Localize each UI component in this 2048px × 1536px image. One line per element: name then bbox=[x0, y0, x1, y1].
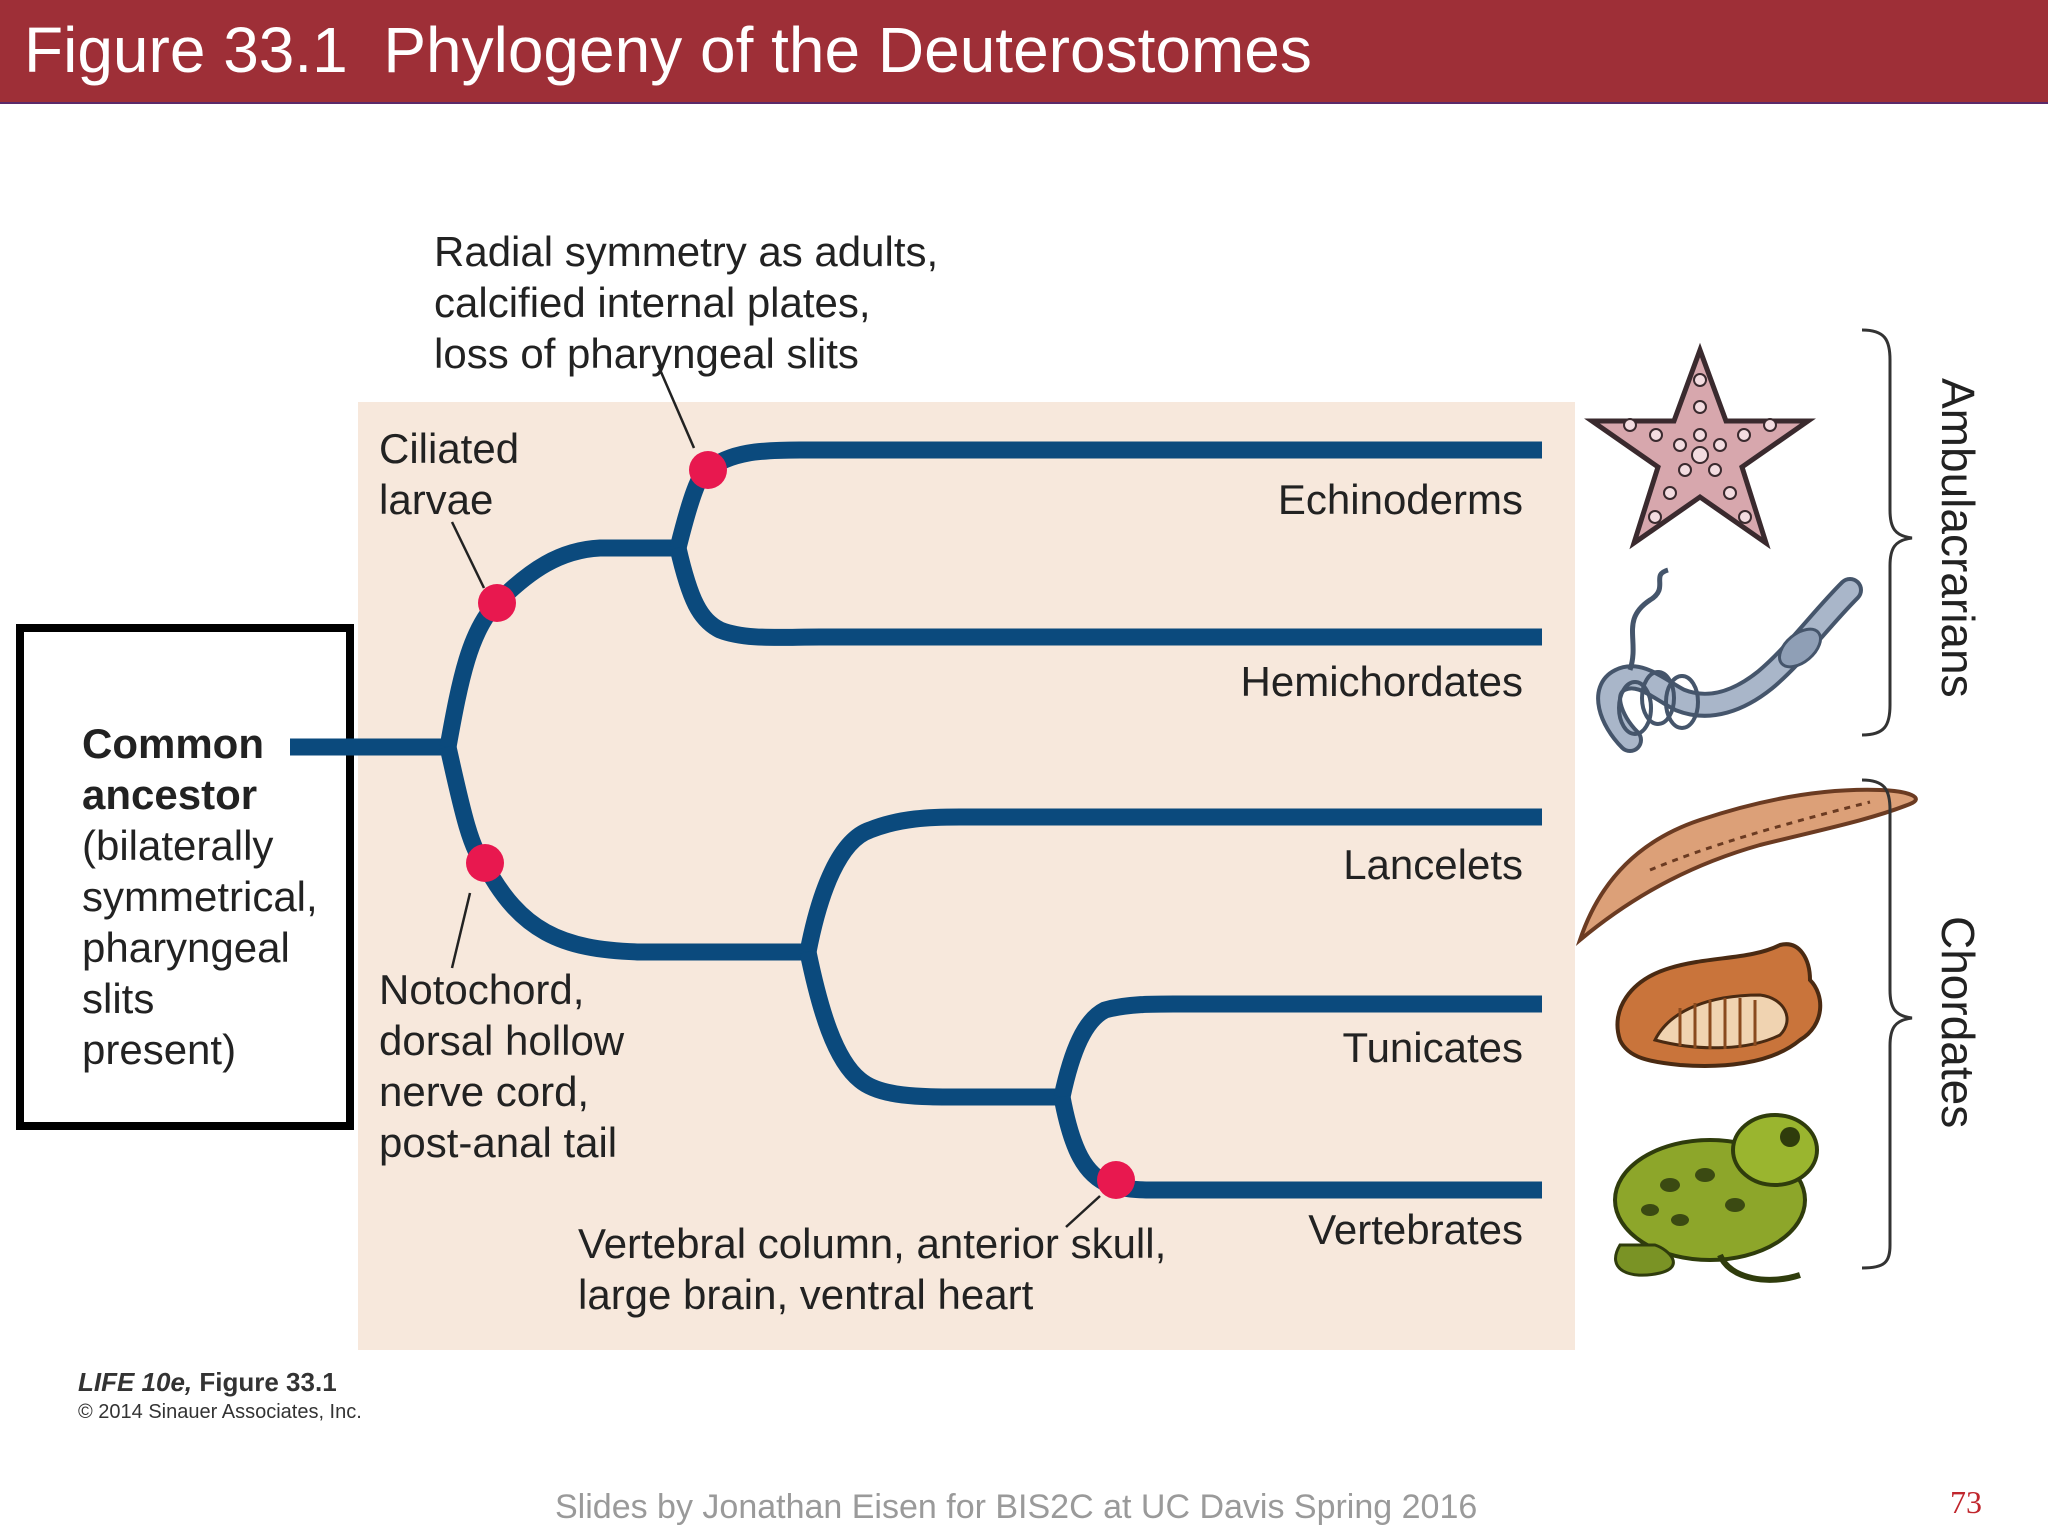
vertebrate-character-line: large brain, ventral heart bbox=[578, 1271, 1034, 1318]
echinoderm-character-line: calcified internal plates, bbox=[434, 279, 871, 326]
taxon-tunicates: Tunicates bbox=[1342, 1024, 1523, 1071]
ambulacraria-leader bbox=[450, 521, 486, 589]
echinoderm-character-line: Radial symmetry as adults, bbox=[434, 228, 939, 275]
hemichordate-branch bbox=[669, 546, 1542, 646]
chordate-node bbox=[466, 844, 504, 882]
chordates-brace bbox=[1861, 778, 1913, 1270]
ancestor-description-line: pharyngeal bbox=[82, 924, 290, 971]
copyright: © 2014 Sinauer Associates, Inc. bbox=[78, 1401, 362, 1423]
ambulacraria-character-line: Ciliated bbox=[379, 425, 520, 472]
chordate-character-line: Notochord, bbox=[379, 966, 585, 1013]
taxon-hemichordates: Hemichordates bbox=[1240, 658, 1523, 705]
chordate-character-line: dorsal hollow bbox=[379, 1017, 625, 1064]
vertebrate-node bbox=[1097, 1161, 1135, 1199]
frog-icon bbox=[1613, 1113, 1819, 1283]
ambulacraria-stem bbox=[439, 539, 678, 749]
ancestor-description-line: (bilaterally bbox=[82, 822, 274, 869]
ambulacrarians-brace bbox=[1861, 328, 1913, 737]
title-bar: Figure 33.1 Phylogeny of the Deuterostom… bbox=[0, 0, 2048, 104]
chordate-character-line: post-anal tail bbox=[379, 1119, 618, 1166]
figure-source: LIFE 10e, Figure 33.1 bbox=[78, 1366, 362, 1398]
ambulacraria-characters: Ciliated larvae bbox=[379, 423, 519, 525]
chordate-character-line: nerve cord, bbox=[379, 1068, 590, 1115]
common-ancestor-label: Common ancestor (bilaterally symmetrical… bbox=[82, 718, 318, 1075]
book-title: LIFE 10e, bbox=[78, 1367, 193, 1397]
echinoderm-leader bbox=[656, 364, 696, 449]
ancestor-description-line: symmetrical, bbox=[82, 873, 318, 920]
tunicate-icon bbox=[1615, 942, 1823, 1068]
ancestor-description-line: present) bbox=[82, 1026, 237, 1073]
ancestor-title-line: ancestor bbox=[82, 771, 258, 818]
ambulacraria-node bbox=[478, 584, 516, 622]
echinoderm-character-line: loss of pharyngeal slits bbox=[434, 330, 859, 377]
lancelet-branch bbox=[799, 808, 1542, 954]
figure-credit: LIFE 10e, Figure 33.1 © 2014 Sinauer Ass… bbox=[78, 1366, 362, 1426]
echinoderm-characters: Radial symmetry as adults, calcified int… bbox=[434, 226, 938, 379]
ancestor-title-line: Common bbox=[82, 720, 264, 767]
chordate-leader bbox=[450, 892, 472, 969]
chordate-stem bbox=[439, 745, 808, 961]
ambulacraria-character-line: larvae bbox=[379, 476, 494, 523]
starfish-icon bbox=[1584, 342, 1816, 550]
chordate-characters: Notochord, dorsal hollow nerve cord, pos… bbox=[379, 964, 624, 1168]
vertebrate-leader bbox=[1065, 1195, 1101, 1228]
echinoderm-node bbox=[689, 451, 727, 489]
tunicate-branch bbox=[1053, 995, 1542, 1099]
acorn-worm-icon bbox=[1596, 567, 1863, 753]
taxon-lancelets: Lancelets bbox=[1343, 841, 1523, 888]
ancestor-description-line: slits bbox=[82, 975, 155, 1022]
group-chordates: Chordates bbox=[1932, 916, 1984, 1129]
taxon-echinoderms: Echinoderms bbox=[1277, 476, 1523, 523]
group-ambulacrarians: Ambulacrarians bbox=[1932, 378, 1984, 698]
vertebrate-characters: Vertebral column, anterior skull, large … bbox=[578, 1218, 1166, 1320]
slide-footer: Slides by Jonathan Eisen for BIS2C at UC… bbox=[555, 1488, 1478, 1526]
lancelet-icon bbox=[1575, 787, 1918, 947]
page-number: 73 bbox=[1950, 1484, 1982, 1520]
figure-number: Figure 33.1 bbox=[192, 1367, 337, 1397]
highlight-box bbox=[16, 624, 354, 1130]
taxon-vertebrates: Vertebrates bbox=[1308, 1206, 1523, 1253]
olfactores-branch bbox=[799, 950, 1062, 1106]
slide-title: Figure 33.1 Phylogeny of the Deuterostom… bbox=[24, 14, 1312, 86]
vertebrate-character-line: Vertebral column, anterior skull, bbox=[578, 1220, 1167, 1267]
